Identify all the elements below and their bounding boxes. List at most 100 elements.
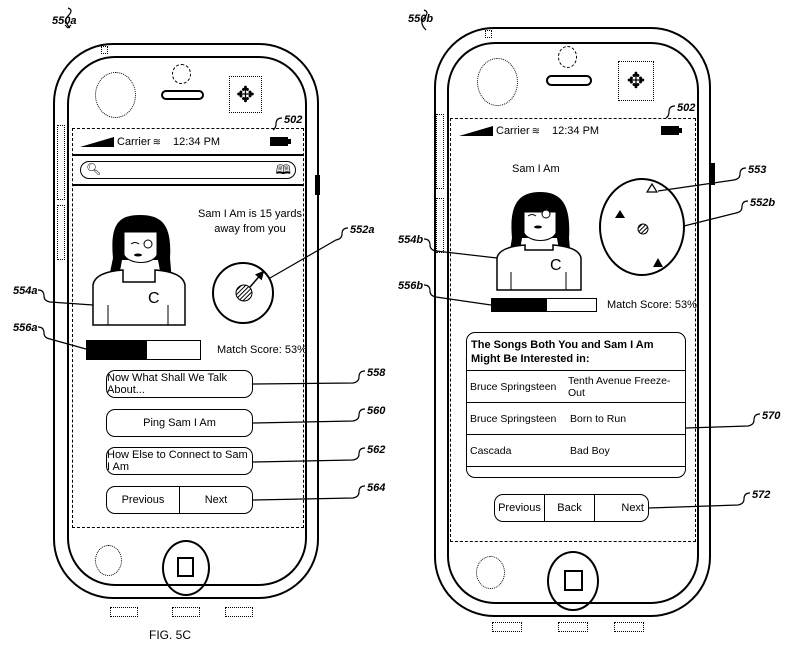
talk-about-button[interactable]: Now What Shall We Talk About... — [106, 370, 253, 398]
ref-502-right: 502 — [677, 102, 696, 114]
right-match-label: Match Score: 53% — [607, 299, 697, 311]
song-row[interactable]: Bruce Springsteen Born to Run — [467, 403, 685, 435]
next-button[interactable]: Next — [594, 495, 648, 521]
right-phone-body — [434, 27, 711, 617]
right-screen — [450, 118, 696, 542]
right-radar[interactable] — [599, 178, 685, 276]
search-input[interactable]: 🔍︎ 🕮︎ — [80, 161, 296, 179]
previous-button[interactable]: Previous — [498, 502, 541, 514]
status-divider — [73, 154, 304, 156]
song-title: Bad Boy — [570, 444, 610, 457]
filled-triangle-marker[interactable] — [653, 258, 663, 267]
ref-553: 553 — [748, 164, 767, 176]
ping-button[interactable]: Ping Sam I Am — [106, 409, 253, 437]
right-power-button[interactable] — [711, 163, 715, 185]
left-status-bar: Carrier ≋ 12:34 PM — [80, 136, 220, 148]
left-port-2 — [172, 607, 200, 617]
left-sensor-icon — [95, 545, 122, 576]
left-nav: Previous Next — [106, 486, 253, 514]
ref-572: 572 — [752, 489, 771, 501]
right-status-bar: Carrier ≋ 12:34 PM — [459, 125, 599, 137]
search-divider — [73, 184, 304, 186]
home-square-icon — [564, 570, 583, 591]
svg-text:C: C — [148, 290, 160, 307]
left-home-button[interactable] — [162, 540, 210, 596]
battery-icon — [661, 126, 682, 135]
right-port-2 — [558, 622, 588, 632]
right-volume-up[interactable] — [436, 114, 444, 189]
figure-caption: FIG. 5C — [149, 628, 192, 642]
song-title: Born to Run — [570, 412, 627, 425]
status-time: 12:34 PM — [173, 136, 221, 148]
songs-header: The Songs Both You and Sam I Am Might Be… — [467, 333, 685, 371]
ref-556a: 556a — [13, 322, 38, 334]
right-sensor-icon — [476, 556, 505, 589]
left-radar[interactable] — [212, 262, 274, 324]
song-artist: Bruce Springsteen — [470, 380, 557, 393]
ref-570: 570 — [762, 410, 781, 422]
left-avatar[interactable]: C — [92, 215, 186, 326]
left-volume-up[interactable] — [57, 125, 65, 200]
user-name: Sam I Am — [512, 163, 560, 175]
right-camera-icon — [477, 58, 518, 106]
song-row[interactable]: Cascada Bad Boy — [467, 435, 685, 467]
distance-text-line1: Sam I Am is 15 yards — [198, 208, 302, 220]
right-top-button[interactable] — [485, 30, 492, 38]
search-icon[interactable]: 🔍︎ — [86, 162, 102, 176]
left-screen — [72, 128, 304, 528]
svg-text:C: C — [550, 257, 562, 274]
filled-triangle-marker[interactable] — [615, 210, 625, 218]
carrier-label: Carrier — [496, 125, 530, 137]
right-move-arrows-icon[interactable]: ✥ — [618, 61, 654, 101]
ref-550a: 550a — [52, 15, 77, 27]
home-square-icon — [177, 557, 194, 577]
left-volume-down[interactable] — [57, 205, 65, 260]
connect-button[interactable]: How Else to Connect to Sam I Am — [106, 447, 253, 475]
right-volume-down[interactable] — [436, 198, 444, 253]
left-camera-icon — [95, 72, 136, 118]
wifi-icon: ≋ — [152, 136, 162, 148]
left-power-button[interactable] — [315, 175, 320, 195]
distance-text-line2: away from you — [214, 223, 286, 235]
left-match-label: Match Score: 53% — [217, 344, 307, 356]
song-row[interactable]: Bruce Springsteen Tenth Avenue Freeze-Ou… — [467, 371, 685, 403]
distance-text: Sam I Am is 15 yards away from you — [197, 207, 303, 237]
next-button[interactable]: Next — [179, 487, 252, 513]
songs-list: The Songs Both You and Sam I Am Might Be… — [466, 332, 686, 478]
ref-554a: 554a — [13, 285, 38, 297]
book-icon[interactable]: 🕮︎ — [275, 162, 291, 177]
previous-button[interactable]: Previous — [121, 494, 165, 506]
open-triangle-marker[interactable] — [645, 182, 659, 193]
right-avatar[interactable]: C — [496, 192, 582, 291]
ref-558: 558 — [367, 367, 386, 379]
ref-552b: 552b — [750, 197, 776, 209]
signal-icon — [459, 126, 493, 136]
song-title: Tenth Avenue Freeze-Out — [567, 374, 671, 399]
song-artist: Cascada — [470, 444, 512, 457]
right-home-button[interactable] — [547, 551, 599, 611]
battery-icon — [270, 137, 291, 146]
status-time: 12:34 PM — [552, 125, 600, 137]
right-match-fill — [492, 299, 548, 311]
left-port-1 — [110, 607, 138, 617]
right-front-sensor-icon — [558, 46, 577, 68]
left-phone-body — [53, 43, 319, 599]
ref-560: 560 — [367, 405, 386, 417]
right-match-bar — [491, 298, 597, 312]
ref-552a: 552a — [350, 224, 375, 236]
back-button[interactable]: Back — [544, 495, 594, 521]
left-front-sensor-icon — [172, 64, 191, 84]
ref-564: 564 — [367, 482, 386, 494]
ref-556b: 556b — [398, 280, 424, 292]
leader-lines — [37, 7, 761, 509]
left-move-arrows-icon[interactable]: ✥ — [229, 76, 262, 113]
signal-icon — [80, 137, 114, 147]
left-top-button[interactable] — [101, 46, 108, 54]
right-port-1 — [492, 622, 522, 632]
right-speaker-icon — [546, 75, 592, 86]
song-artist: Bruce Springsteen — [470, 412, 557, 425]
left-match-fill — [87, 341, 147, 359]
left-speaker-icon — [161, 90, 204, 100]
right-nav: Previous Back Next — [494, 494, 649, 522]
